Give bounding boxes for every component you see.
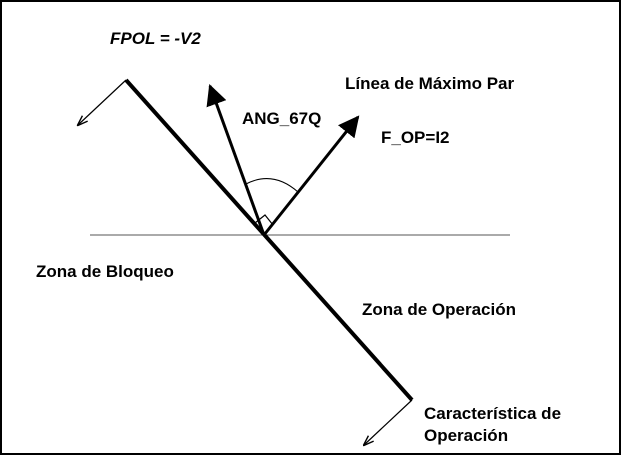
operation-zone-label: Zona de Operación	[362, 300, 516, 319]
fpol-vector-arrow	[206, 84, 266, 236]
operating-characteristic-line	[124, 78, 414, 402]
angle-label: ANG_67Q	[242, 109, 321, 128]
right-angle-marker	[254, 214, 274, 226]
f-op-label: F_OP=I2	[381, 128, 450, 147]
operating-characteristic-label-line1: Característica de	[424, 404, 561, 423]
operating-characteristic-label-line2: Operación	[424, 426, 508, 445]
max-torque-vector-arrow	[262, 115, 360, 236]
max-torque-line-label: Línea de Máximo Par	[345, 74, 514, 93]
angle-arc	[245, 178, 299, 193]
blocking-side-arrow	[78, 79, 127, 125]
operating-side-arrow	[364, 399, 413, 445]
fpol-label: FPOL = -V2	[110, 29, 201, 48]
blocking-zone-label: Zona de Bloqueo	[36, 262, 174, 281]
